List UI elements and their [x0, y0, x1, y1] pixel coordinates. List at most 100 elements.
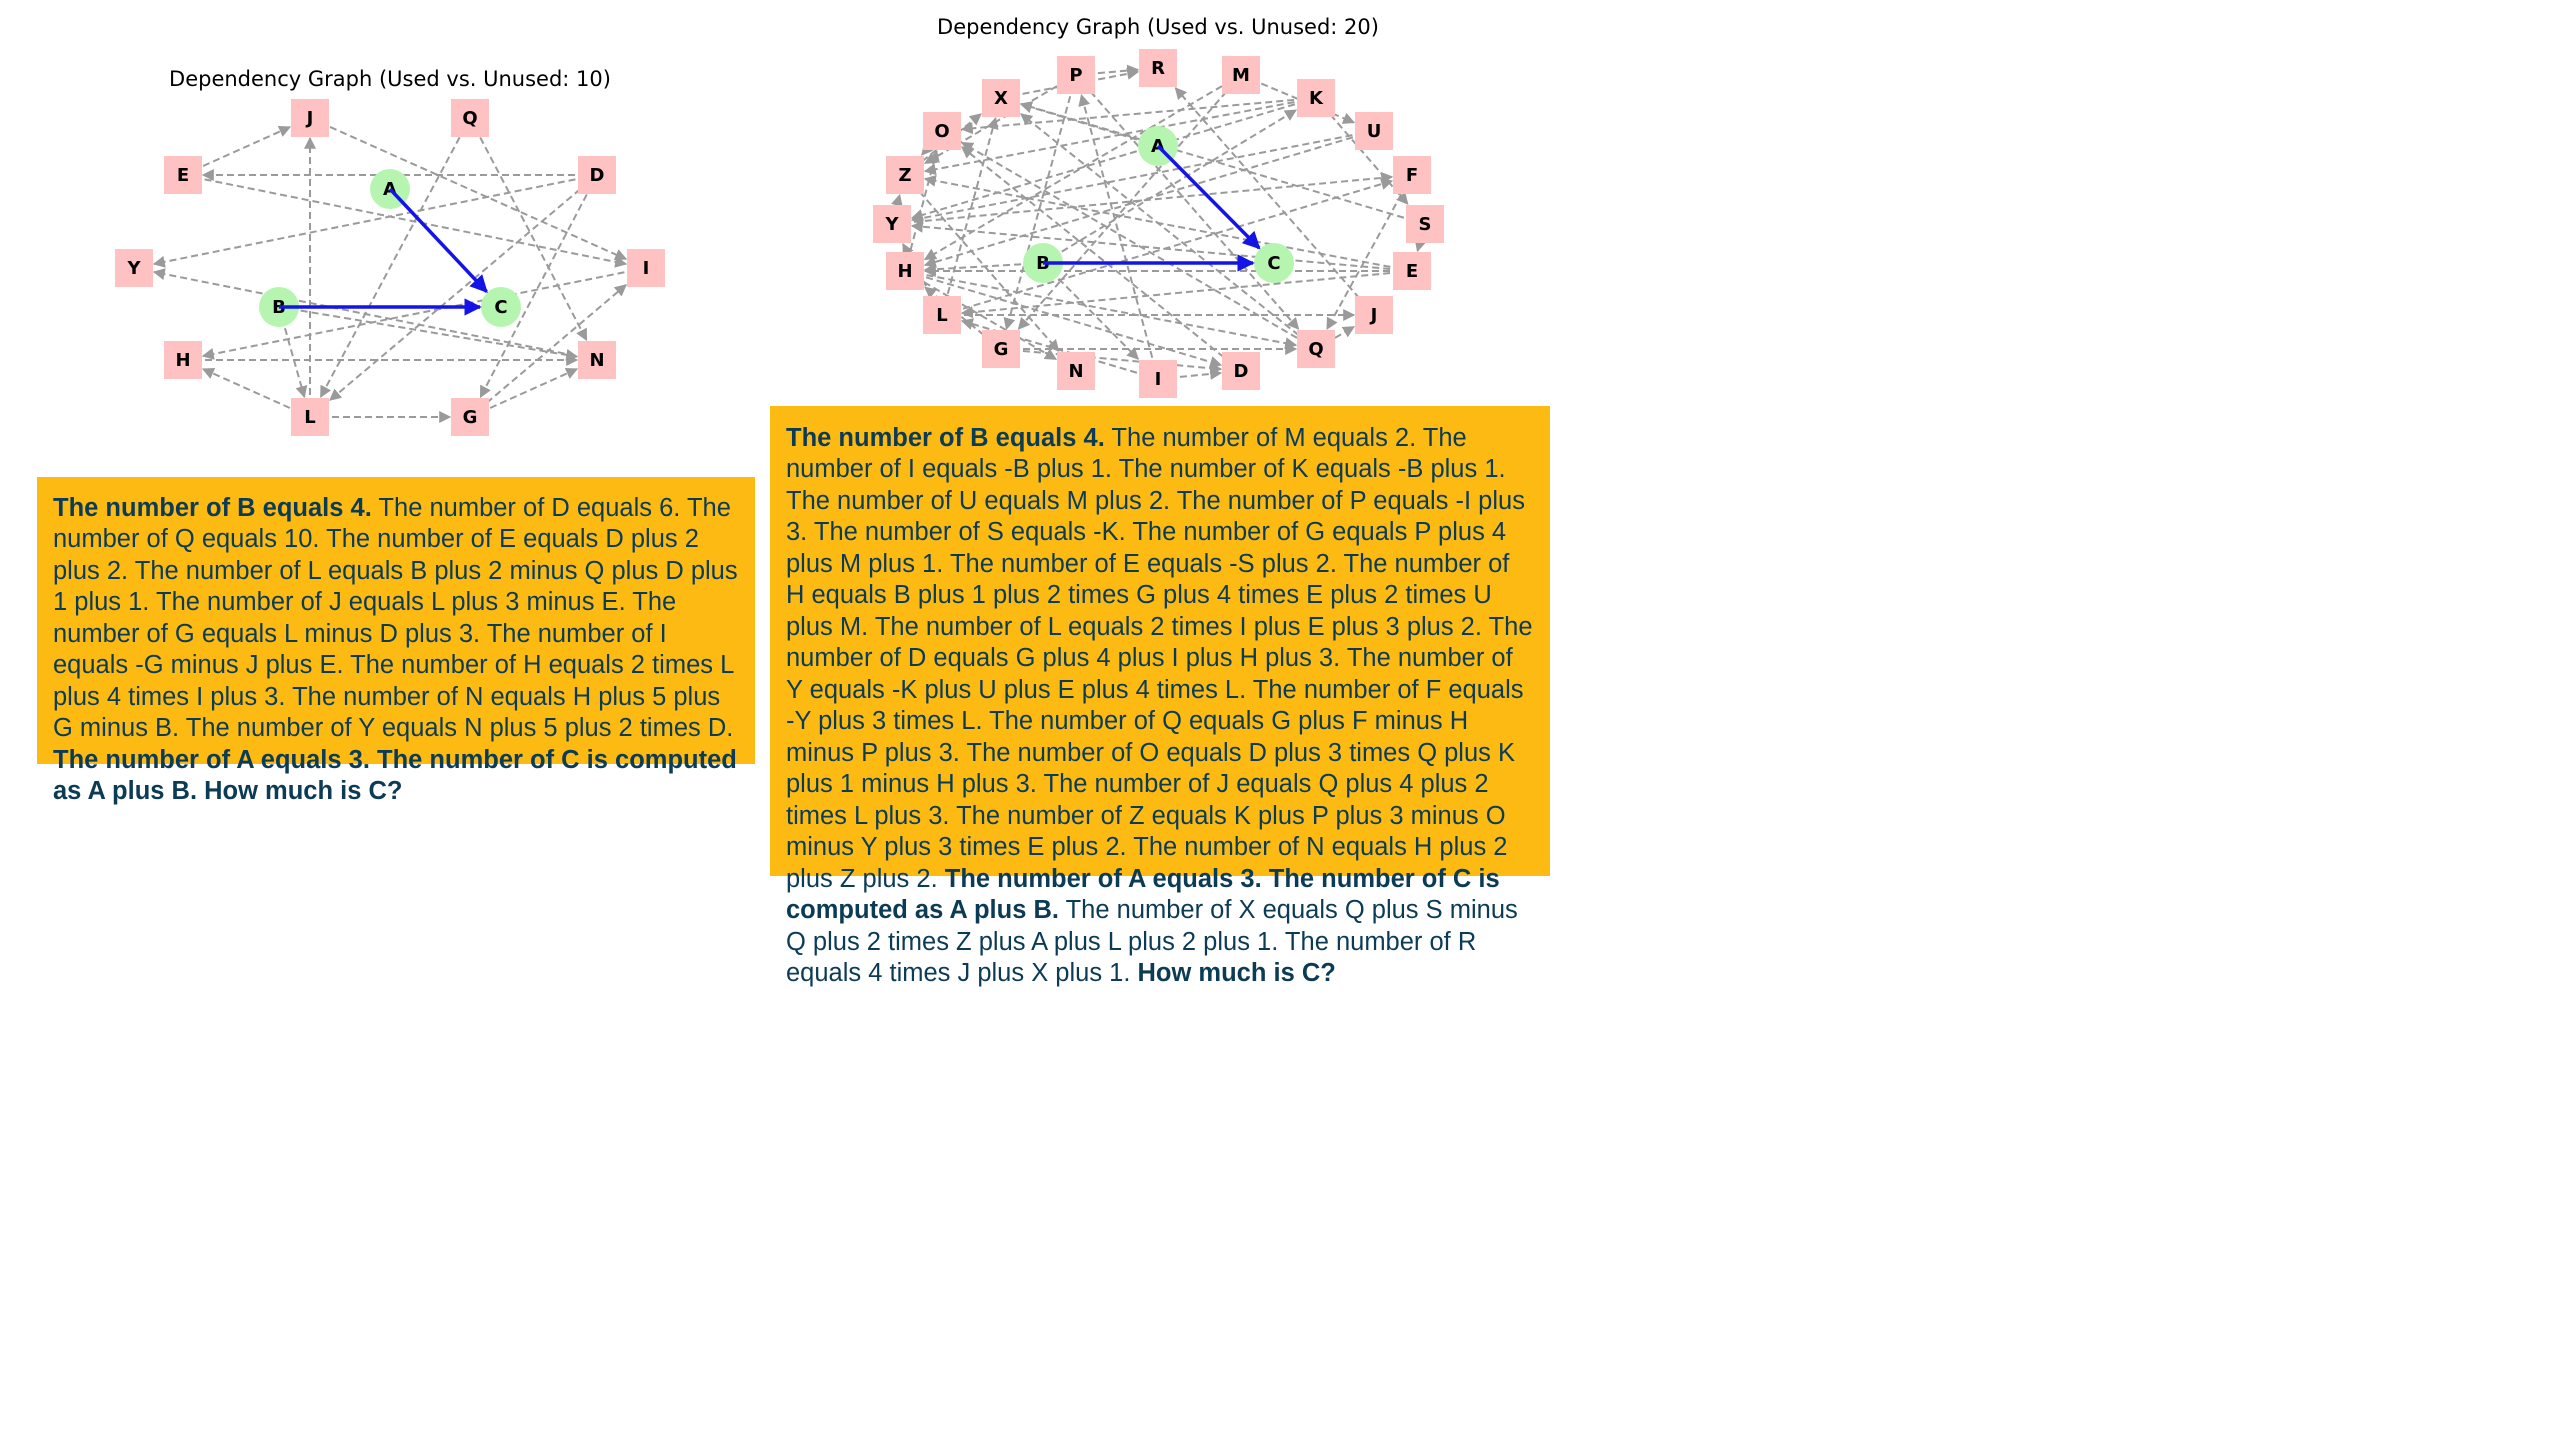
- node-label: P: [1069, 65, 1082, 86]
- node-J: J: [291, 99, 329, 137]
- edge-K-O: [960, 97, 1317, 135]
- graph-title: Dependency Graph (Used vs. Unused: 10): [169, 67, 611, 91]
- edge-E-L: [960, 270, 1413, 319]
- node-label: G: [994, 339, 1009, 360]
- problem-text-bold: How much is C?: [1137, 959, 1336, 988]
- node-label: H: [175, 350, 190, 371]
- edge-B-I: [1042, 262, 1140, 360]
- node-label: E: [1406, 261, 1418, 282]
- node-label: K: [1309, 88, 1324, 109]
- node-label: J: [1369, 305, 1378, 326]
- node-label: X: [994, 88, 1008, 109]
- node-label: L: [304, 407, 315, 428]
- used-edge-A-C: [388, 187, 488, 293]
- node-X: X: [982, 79, 1020, 117]
- node-label: I: [1155, 369, 1162, 390]
- node-label: D: [1234, 361, 1249, 382]
- node-K: K: [1297, 79, 1335, 117]
- node-Q: Q: [451, 99, 489, 137]
- problem-text-box-left: The number of B equals 4. The number of …: [37, 477, 755, 805]
- edge-Z-N: [904, 174, 1060, 352]
- edge-E-I: [182, 174, 628, 268]
- node-J: J: [1355, 296, 1393, 334]
- edge-D-L: [329, 174, 598, 401]
- node-Y: Y: [115, 249, 153, 287]
- edge-I-H: [201, 267, 647, 360]
- node-G: G: [982, 330, 1020, 368]
- node-label: Z: [898, 165, 911, 186]
- node-R: R: [1139, 49, 1177, 87]
- edge-G-N: [469, 367, 579, 418]
- node-D: D: [578, 156, 616, 194]
- edge-A-X: [1019, 101, 1159, 147]
- edge-B-K: [1042, 109, 1298, 264]
- edge-Q-O: [960, 141, 1317, 350]
- edge-N-Y: [152, 268, 598, 361]
- node-Q: Q: [1297, 330, 1335, 368]
- node-S: S: [1406, 205, 1444, 243]
- problem-text-bold: The number of A equals 3. The number of …: [786, 864, 1500, 925]
- node-label: O: [934, 121, 949, 142]
- problem-text-bold: The number of A equals 3. The number of …: [53, 745, 737, 806]
- problem-text: The number of D equals 6. The number of …: [53, 494, 738, 743]
- edge-G-D: [1000, 348, 1223, 375]
- node-Z: Z: [886, 156, 924, 194]
- node-M: M: [1222, 56, 1260, 94]
- node-label: F: [1406, 165, 1418, 186]
- node-label: M: [1232, 65, 1250, 86]
- node-E: E: [164, 156, 202, 194]
- node-label: C: [1267, 253, 1280, 274]
- edge-Q-X: [1020, 113, 1317, 350]
- edge-I-P: [1078, 93, 1159, 380]
- node-G: G: [451, 398, 489, 436]
- node-Y: Y: [873, 205, 911, 243]
- node-label: I: [643, 258, 650, 279]
- node-label: U: [1367, 121, 1382, 142]
- edge-D-Y: [152, 174, 598, 268]
- node-N: N: [578, 341, 616, 379]
- edge-F-Q: [1326, 174, 1413, 331]
- edge-K-Y: [910, 97, 1317, 221]
- node-label: H: [897, 261, 912, 282]
- node-I: I: [627, 249, 665, 287]
- edge-H-Q: [904, 270, 1298, 350]
- problem-text-bold: The number of B equals 4.: [786, 424, 1105, 452]
- node-L: L: [923, 296, 961, 334]
- node-N: N: [1057, 352, 1095, 390]
- edge-E-J: [182, 125, 292, 176]
- node-label: G: [463, 407, 478, 428]
- node-H: H: [886, 252, 924, 290]
- node-H: H: [164, 341, 202, 379]
- edge-L-X: [941, 116, 999, 316]
- dependency-graph-left: Dependency Graph (Used vs. Unused: 10) J…: [0, 0, 760, 460]
- edge-B-N: [278, 306, 579, 361]
- graph-canvas: JQEADYIBCHNLG: [115, 99, 665, 436]
- node-O: O: [923, 112, 961, 150]
- edge-L-H: [201, 367, 311, 418]
- edge-S-X: [1019, 101, 1426, 225]
- edge-U-H: [923, 130, 1375, 268]
- problem-text: The number of M equals 2. The number of …: [786, 424, 1533, 893]
- dependency-graph-right: Dependency Graph (Used vs. Unused: 20) R…: [0, 0, 1560, 410]
- node-F: F: [1393, 156, 1431, 194]
- graph-title: Dependency Graph (Used vs. Unused: 20): [937, 15, 1379, 39]
- edge-E-Y: [910, 220, 1413, 272]
- problem-text-box-right: The number of B equals 4. The number of …: [770, 406, 1550, 987]
- node-E: E: [1393, 252, 1431, 290]
- node-label: E: [177, 165, 189, 186]
- used-edge-A-C: [1156, 144, 1261, 250]
- node-I: I: [1139, 360, 1177, 398]
- node-label: C: [494, 297, 507, 318]
- node-U: U: [1355, 112, 1393, 150]
- node-D: D: [1222, 352, 1260, 390]
- node-P: P: [1057, 56, 1095, 94]
- edge-D-G: [479, 174, 598, 399]
- problem-text-bold: The number of B equals 4.: [53, 494, 372, 522]
- edge-M-G: [1017, 74, 1242, 330]
- node-label: Y: [126, 258, 141, 279]
- node-label: D: [590, 165, 605, 186]
- edge-D-O: [961, 146, 1242, 372]
- edge-E-Z: [923, 174, 1413, 272]
- edge-Y-F: [891, 171, 1394, 225]
- edge-B-H: [923, 262, 1044, 276]
